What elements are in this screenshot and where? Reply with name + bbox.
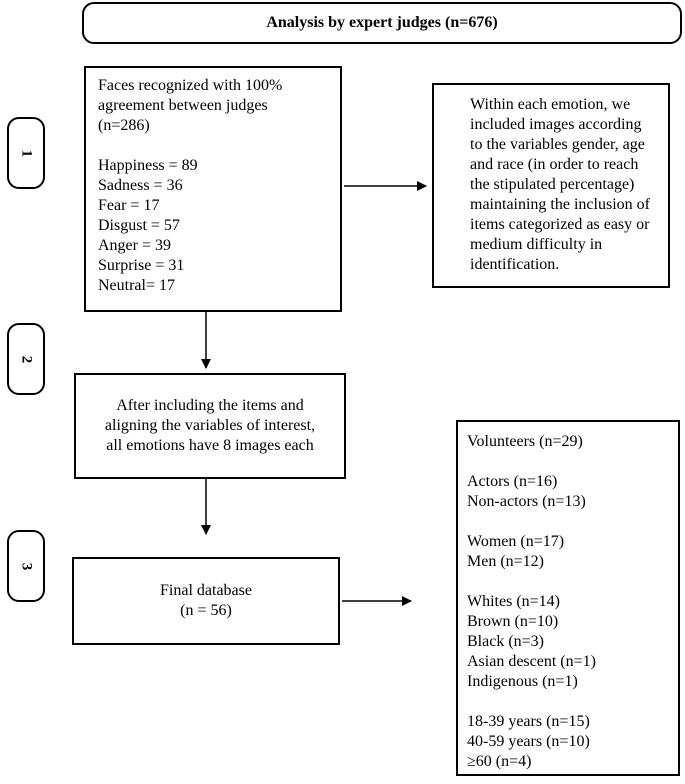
faces-recognized-box: Faces recognized with 100% agreement bet… [84, 66, 342, 312]
alignment-line: aligning the variables of interest, [104, 417, 316, 434]
age-18-39-count: 18-39 years (n=15) [467, 713, 590, 730]
emotion-count-neutral: Neutral= 17 [98, 277, 175, 294]
brown-count: Brown (n=10) [467, 613, 559, 630]
emotion-count-surprise: Surprise = 31 [98, 257, 185, 274]
criteria-line: Within each emotion, we [470, 96, 631, 113]
non-actors-count: Non-actors (n=13) [467, 493, 586, 510]
criteria-line: to the variables gender, age [470, 136, 645, 153]
inclusion-criteria-box: Within each emotion, we included images … [432, 83, 670, 288]
alignment-box: After including the items and aligning t… [74, 373, 346, 479]
asian-descent-count: Asian descent (n=1) [467, 653, 596, 670]
step-2-marker: 2 [7, 323, 45, 395]
indigenous-count: Indigenous (n=1) [467, 673, 578, 690]
alignment-line: all emotions have 8 images each [106, 437, 314, 454]
emotion-counts-list: Happiness = 89 Sadness = 36 Fear = 17 Di… [98, 156, 340, 296]
criteria-line: maintaining the inclusion of [470, 196, 650, 213]
final-database-label: Final database [160, 582, 252, 599]
step-1-marker: 1 [7, 117, 45, 189]
final-database-count: (n = 56) [180, 602, 232, 619]
age-40-59-count: 40-59 years (n=10) [467, 733, 590, 750]
title-box: Analysis by expert judges (n=676) [82, 2, 682, 44]
volunteers-group: Volunteers (n=29) [467, 432, 678, 452]
faces-heading-line: agreement between judges [98, 97, 268, 114]
black-count: Black (n=3) [467, 633, 544, 650]
criteria-line: medium difficulty in [470, 236, 603, 253]
actors-count: Actors (n=16) [467, 473, 558, 490]
inclusion-criteria-text: Within each emotion, we included images … [470, 95, 662, 275]
alignment-text: After including the items and aligning t… [105, 396, 315, 456]
final-database-text: Final database (n = 56) [160, 581, 252, 621]
faces-heading-line: Faces recognized with 100% [98, 77, 283, 94]
criteria-line: identification. [470, 256, 560, 273]
criteria-line: items categorized as easy or [470, 216, 650, 233]
volunteers-box: Volunteers (n=29) Actors (n=16) Non-acto… [456, 420, 680, 776]
emotion-count-disgust: Disgust = 57 [98, 217, 180, 234]
emotion-count-happiness: Happiness = 89 [98, 157, 198, 174]
faces-heading-line: (n=286) [98, 117, 150, 134]
volunteers-total: Volunteers (n=29) [467, 433, 583, 450]
whites-count: Whites (n=14) [467, 593, 560, 610]
diagram-title: Analysis by expert judges (n=676) [266, 14, 498, 31]
emotion-count-sadness: Sadness = 36 [98, 177, 183, 194]
step-3-marker: 3 [7, 530, 45, 602]
final-database-box: Final database (n = 56) [72, 557, 340, 645]
gender-group: Women (n=17) Men (n=12) [467, 532, 678, 572]
age-60-plus-count: ≥60 (n=4) [467, 753, 532, 770]
emotion-count-fear: Fear = 17 [98, 197, 160, 214]
criteria-line: and race (in order to reach [470, 156, 639, 173]
faces-heading: Faces recognized with 100% agreement bet… [98, 76, 340, 136]
age-group: 18-39 years (n=15) 40-59 years (n=10) ≥6… [467, 712, 678, 772]
criteria-line: the stipulated percentage) [470, 176, 635, 193]
acting-group: Actors (n=16) Non-actors (n=13) [467, 472, 678, 512]
men-count: Men (n=12) [467, 553, 545, 570]
emotion-count-anger: Anger = 39 [98, 237, 172, 254]
alignment-line: After including the items and [116, 397, 304, 414]
criteria-line: included images according [470, 116, 642, 133]
women-count: Women (n=17) [467, 533, 565, 550]
race-group: Whites (n=14) Brown (n=10) Black (n=3) A… [467, 592, 678, 692]
